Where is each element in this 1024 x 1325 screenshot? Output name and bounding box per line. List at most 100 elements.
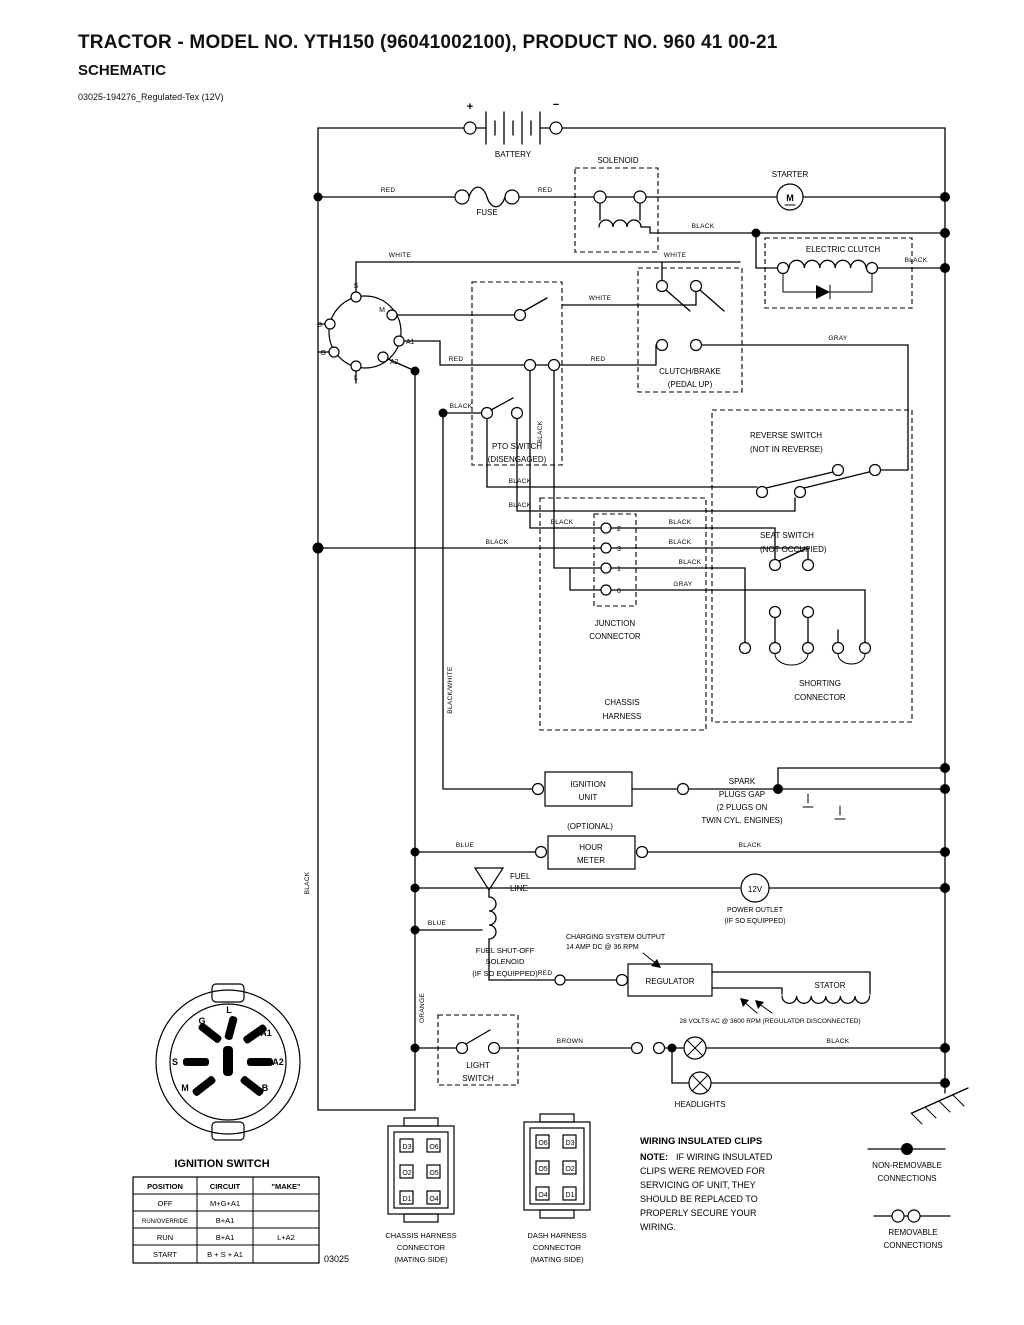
electric-clutch-label: ELECTRIC CLUTCH <box>806 245 880 254</box>
starter-m-label: M <box>786 193 794 203</box>
wire-label-blue: BLUE <box>456 842 475 849</box>
ignition-switch-title: IGNITION SWITCH <box>174 1158 269 1170</box>
table-header-make: "MAKE" <box>271 1182 301 1191</box>
wire-label-black: BLACK <box>669 539 692 546</box>
wire-label-gray: GRAY <box>673 581 693 588</box>
clutch-brake-switch-symbol: GRAY CLUTCH/BRAKE (PEDAL UP) <box>637 261 909 471</box>
fuel-shutoff-symbol: BLUE FUEL LINE FUEL SHUT-OFF SOLENOID (I… <box>410 867 538 981</box>
connector-pin: D3 <box>403 1144 412 1151</box>
note-line: CLIPS WERE REMOVED FOR <box>640 1166 766 1176</box>
ignition-terminal-a1: A1 <box>260 1028 272 1038</box>
wire-label-black: BLACK <box>905 257 928 264</box>
dash-connector-label2: CONNECTOR <box>533 1243 582 1252</box>
connector-pin: O6 <box>538 1140 547 1147</box>
wire-label-white: WHITE <box>389 252 412 259</box>
wire-label-white: WHITE <box>664 252 687 259</box>
starter-motor: M STARTER <box>645 170 950 211</box>
legend-removable: REMOVABLE <box>888 1228 937 1237</box>
charging-note2: 14 AMP DC @ 36 RPM <box>566 944 639 951</box>
wire-label-black: BLACK <box>486 539 509 546</box>
ignition-terminal-l: L <box>226 1005 232 1015</box>
key-terminal-a2: A2 <box>390 359 399 366</box>
wire-label-black-white: BLACK/WHITE <box>447 666 454 714</box>
connector-pin: D3 <box>566 1140 575 1147</box>
note-title: WIRING INSULATED CLIPS <box>640 1136 762 1147</box>
table-cell: RUN <box>157 1233 173 1242</box>
note-line: PROPERLY SECURE YOUR <box>640 1208 757 1218</box>
regulator-stator-group: CHARGING SYSTEM OUTPUT 14 AMP DC @ 36 RP… <box>488 934 871 1025</box>
chassis-connector-label2: CONNECTOR <box>397 1243 446 1252</box>
wire-label-red: RED <box>381 187 396 194</box>
ignition-terminal-a2: A2 <box>272 1057 284 1067</box>
wire-label-orange: ORANGE <box>419 993 426 1023</box>
ignition-switch-table: POSITION CIRCUIT "MAKE" OFF M+G+A1 RUN/O… <box>132 1176 349 1264</box>
note-line: SHOULD BE REPLACED TO <box>640 1194 758 1204</box>
document-reference: 03025-194276_Regulated-Tex (12V) <box>78 92 224 102</box>
spark-plugs-label2: PLUGS GAP <box>719 790 765 799</box>
table-cell: M+G+A1 <box>210 1199 240 1208</box>
power-outlet-label2: (IF SO EQUIPPED) <box>724 918 785 925</box>
power-outlet-label: POWER OUTLET <box>727 907 784 914</box>
fuel-shutoff-label3: (IF SO EQUIPPED) <box>472 969 538 978</box>
connector-pin: O4 <box>429 1196 438 1203</box>
key-switch-symbol: S M B A1 G L A2 WHITE WHITE <box>317 252 741 384</box>
table-header-position: POSITION <box>147 1182 183 1191</box>
legend-removable2: CONNECTIONS <box>883 1241 942 1250</box>
wire-label-black: BLACK <box>509 478 532 485</box>
wire-label-black: BLACK <box>739 842 762 849</box>
note-line: WIRING. <box>640 1222 676 1232</box>
chassis-connector-label3: (MATING SIDE) <box>394 1255 448 1264</box>
table-cell: OFF <box>158 1199 173 1208</box>
table-header-circuit: CIRCUIT <box>210 1182 241 1191</box>
pto-switch-symbol: PTO SWITCH (DISENGAGED) RED RED BLACK BL… <box>438 281 697 569</box>
connection-legend: NON-REMOVABLE CONNECTIONS REMOVABLE CONN… <box>867 1143 951 1250</box>
ignition-switch-detail: G L A1 S A2 M B IGNITION SWITCH <box>155 983 301 1170</box>
wire-label-black: BLACK <box>509 502 532 509</box>
wire-label-red: RED <box>449 356 464 363</box>
table-cell: START <box>153 1250 177 1259</box>
headlights-label: HEADLIGHTS <box>674 1100 725 1109</box>
connector-pin: O5 <box>538 1166 547 1173</box>
solenoid-symbol: SOLENOID BLACK <box>574 156 950 253</box>
junction-pin-2: 2 <box>617 526 621 533</box>
ignition-unit-label2: UNIT <box>579 793 598 802</box>
wire-label-black: BLACK <box>551 519 574 526</box>
ignition-terminal-s: S <box>172 1057 178 1067</box>
headlights-symbol: BLACK HEADLIGHTS <box>630 1036 950 1109</box>
connector-pin: D1 <box>403 1196 412 1203</box>
fuse-symbol: RED RED FUSE <box>313 186 595 217</box>
wire-label-red: RED <box>591 356 606 363</box>
starter-label: STARTER <box>772 170 809 179</box>
key-terminal-b: B <box>317 322 322 329</box>
connector-pin: O4 <box>538 1192 547 1199</box>
key-terminal-a1: A1 <box>406 339 415 346</box>
shorting-connector-label2: CONNECTOR <box>794 693 846 702</box>
junction-pin-1: 1 <box>617 566 621 573</box>
seat-switch-label: SEAT SWITCH <box>760 531 814 540</box>
note-line: SERVICING OF UNIT, THEY <box>640 1180 756 1190</box>
wire-label-brown: BROWN <box>557 1038 583 1045</box>
light-switch-label2: SWITCH <box>462 1074 494 1083</box>
connector-pin: D1 <box>566 1192 575 1199</box>
shorting-connector-label: SHORTING <box>799 679 841 688</box>
key-terminal-g: G <box>321 350 326 357</box>
fuel-line-label: FUEL <box>510 872 531 881</box>
optional-label: (OPTIONAL) <box>567 822 613 831</box>
wiring-clips-note: WIRING INSULATED CLIPS NOTE: IF WIRING I… <box>640 1136 773 1232</box>
key-terminal-m: M <box>379 307 385 314</box>
junction-pin-3: 3 <box>617 546 621 553</box>
table-cell: B + S + A1 <box>207 1250 243 1259</box>
page-title: TRACTOR - MODEL NO. YTH150 (96041002100)… <box>78 32 778 53</box>
note-line: IF WIRING INSULATED <box>676 1152 773 1162</box>
ignition-terminal-b: B <box>262 1083 269 1093</box>
clutch-brake-label: CLUTCH/BRAKE <box>659 367 721 376</box>
wire-label-black: BLACK <box>669 519 692 526</box>
spark-plugs-label4: TWIN CYL. ENGINES) <box>701 816 783 825</box>
junction-connector-label2: CONNECTOR <box>589 632 641 641</box>
hour-meter-label2: METER <box>577 856 605 865</box>
wire-label-black: BLACK <box>450 403 473 410</box>
spark-plugs-label: SPARK <box>729 777 756 786</box>
regulator-label: REGULATOR <box>645 977 694 986</box>
